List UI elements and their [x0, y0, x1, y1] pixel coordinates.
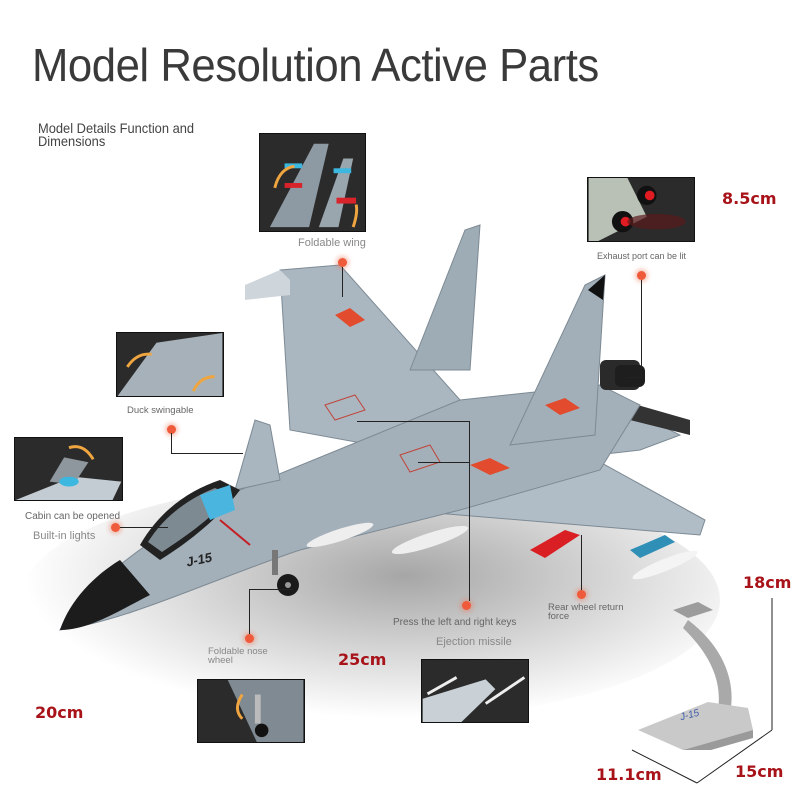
- dimension-length: 25cm: [338, 650, 387, 669]
- page-subtitle: Model Details Function and Dimensions: [38, 120, 195, 149]
- leader-line-rear-wheel: [581, 535, 582, 590]
- leader-line-wing: [342, 267, 343, 297]
- leader-line-nose-wheel: [249, 589, 250, 634]
- leader-line-ejection-mid: [418, 462, 470, 463]
- thumbnail-cabin: [14, 437, 123, 501]
- leader-line-duck: [171, 433, 172, 453]
- thumbnail-foldable-wing: [259, 133, 366, 232]
- leader-line-ejection: [469, 421, 470, 601]
- dimension-wingspan: 20cm: [35, 703, 84, 722]
- thumbnail-ejection-missile: [421, 659, 529, 723]
- j15-jet-model-image: [40, 190, 730, 650]
- marker-ejection: [462, 601, 471, 610]
- thumbnail-duck-swingable: [116, 332, 224, 397]
- marker-nose-wheel: [245, 634, 254, 643]
- marker-rear-wheel: [577, 590, 586, 599]
- marker-duck-swingable: [167, 425, 176, 434]
- thumbnail-exhaust-port: [587, 177, 695, 242]
- label-nose-wheel: Foldable nose wheel: [208, 646, 268, 666]
- dimension-stand-depth: 15cm: [735, 762, 784, 781]
- leader-line-exhaust-h: [626, 377, 642, 378]
- marker-foldable-wing: [338, 258, 347, 267]
- dimension-height: 8.5cm: [722, 189, 777, 208]
- thumbnail-nose-wheel: [197, 679, 305, 743]
- stand-dimension-lines: [631, 598, 773, 784]
- label-ejection-missile: Ejection missile: [436, 636, 512, 648]
- label-press-keys: Press the left and right keys: [393, 617, 517, 628]
- leader-line-ejection-top: [357, 421, 470, 422]
- label-exhaust-port: Exhaust port can be lit: [597, 251, 687, 261]
- dimension-stand-width: 11.1cm: [596, 765, 662, 784]
- marker-exhaust-port: [637, 271, 646, 280]
- page-title: Model Resolution Active Parts: [32, 39, 599, 91]
- label-duck-swingable: Duck swingable: [127, 405, 194, 416]
- leader-line-exhaust: [641, 280, 642, 377]
- dimension-stand-height: 18cm: [743, 573, 792, 592]
- label-rear-wheel: Rear wheel return force: [548, 602, 624, 622]
- leader-line-duck-h: [171, 453, 243, 454]
- label-foldable-wing: Foldable wing: [298, 237, 366, 249]
- label-cabin: Cabin can be opened: [25, 511, 121, 522]
- leader-line-nose-wheel-h: [249, 589, 293, 590]
- marker-cabin: [111, 523, 120, 532]
- leader-line-cabin: [120, 527, 168, 528]
- label-built-in-lights: Built-in lights: [33, 530, 96, 542]
